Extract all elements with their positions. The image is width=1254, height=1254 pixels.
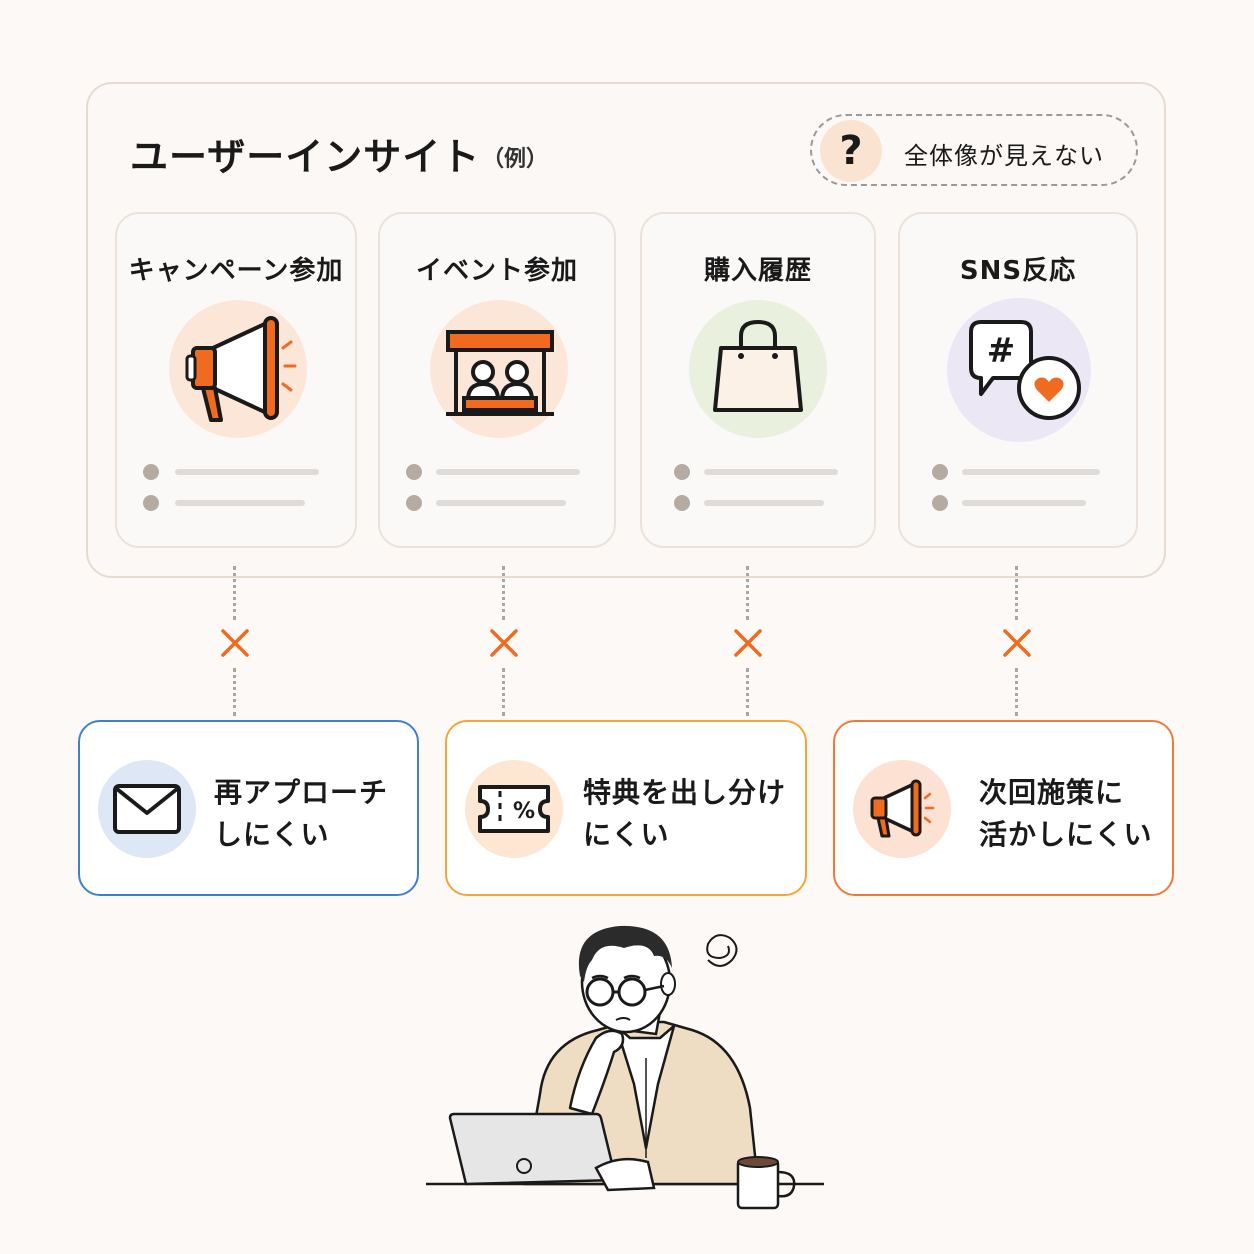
sns-chat-icon: # (947, 298, 1091, 442)
source-card-title: イベント参加 (415, 256, 578, 286)
source-card-title: 購入履歴 (703, 256, 812, 286)
outcome-text: 特典を出し分け にくい (583, 772, 786, 856)
outcome-line2: にくい (583, 818, 670, 851)
coupon-icon: % (465, 760, 563, 858)
connector-line (233, 668, 236, 716)
bullet-dot (143, 495, 159, 511)
shopping-bag-icon (689, 300, 827, 438)
cross-icon (221, 629, 249, 657)
connector-line (1015, 668, 1018, 716)
placeholder-line (704, 500, 824, 506)
svg-text:#: # (987, 331, 1016, 371)
question-icon: ? (820, 120, 882, 182)
source-card-purchase: 購入履歴 (640, 212, 876, 548)
connector-line (502, 668, 505, 716)
megaphone-icon (169, 300, 307, 438)
cross-icon (1003, 629, 1031, 657)
unknown-overview-label: 全体像が見えない (904, 142, 1104, 170)
placeholder-line (436, 469, 580, 475)
connector-line (746, 566, 749, 620)
outcome-card-reapproach: 再アプローチ しにくい (78, 720, 419, 896)
worried-person-illustration (426, 925, 824, 1210)
bullet-dot (674, 495, 690, 511)
source-card-event: イベント参加 (378, 212, 616, 548)
bullet-dot (143, 464, 159, 480)
bullet-dot (406, 464, 422, 480)
bullet-dot (406, 495, 422, 511)
outcome-card-benefits: % 特典を出し分け にくい (445, 720, 807, 896)
outcome-line2: しにくい (214, 818, 330, 851)
placeholder-line (175, 500, 305, 506)
placeholder-line (962, 500, 1086, 506)
outcome-text: 再アプローチ しにくい (214, 772, 388, 856)
outcome-line2: 活かしにくい (979, 818, 1153, 851)
outcome-line1: 次回施策に (979, 776, 1125, 809)
panel-title: ユーザーインサイト (130, 135, 481, 179)
cross-icon (490, 629, 518, 657)
outcome-card-next-campaign: 次回施策に 活かしにくい (833, 720, 1174, 896)
placeholder-line (175, 469, 319, 475)
connector-line (502, 566, 505, 620)
outcome-text: 次回施策に 活かしにくい (979, 772, 1152, 856)
event-booth-icon (430, 300, 568, 438)
placeholder-line (962, 469, 1100, 475)
bullet-dot (932, 464, 948, 480)
bullet-dot (674, 464, 690, 480)
placeholder-line (704, 469, 838, 475)
outcome-line1: 再アプローチ (214, 776, 389, 809)
connector-line (746, 668, 749, 716)
connector-line (1015, 566, 1018, 620)
svg-text:%: % (513, 799, 535, 824)
mail-icon (98, 760, 196, 858)
source-card-title: キャンペーン参加 (128, 256, 344, 286)
outcome-line1: 特典を出し分け (583, 776, 787, 809)
source-card-title: SNS反応 (959, 256, 1077, 286)
unknown-overview-badge: ? 全体像が見えない (810, 114, 1138, 186)
placeholder-line (436, 500, 566, 506)
connector-line (233, 566, 236, 620)
source-card-sns: SNS反応 # (898, 212, 1138, 548)
megaphone-icon (853, 760, 951, 858)
bullet-dot (932, 495, 948, 511)
source-card-campaign: キャンペーン参加 (115, 212, 357, 548)
panel-subtitle: （例） (482, 147, 549, 172)
cross-icon (734, 629, 762, 657)
